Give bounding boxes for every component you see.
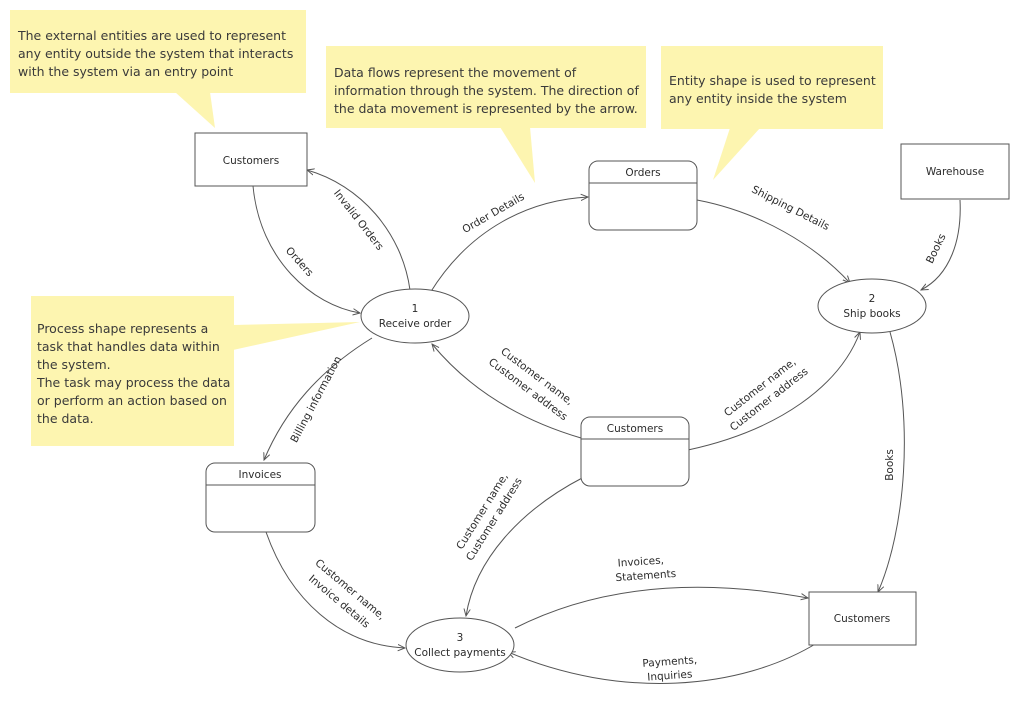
- entity-warehouse-label: Warehouse: [926, 166, 984, 178]
- flow-customer-to-ship: [687, 332, 860, 451]
- flow-customer-to-receive: [432, 344, 582, 439]
- flow-shipping-details: [696, 199, 850, 283]
- entity-customers-top: [194, 132, 308, 187]
- note-external-entities-text: The external entities are used to repres…: [18, 28, 294, 79]
- entity-customers-bottom-label: Customers: [834, 613, 890, 625]
- note-data-flows: [326, 46, 646, 128]
- note-process-shape-text: Process shape represents a task that han…: [37, 321, 231, 426]
- note-entity-shape-text: Entity shape is used to represent any en…: [669, 73, 876, 106]
- flow-orders: [252, 185, 360, 313]
- store-customers: [580, 416, 690, 487]
- process-ship-books: [817, 278, 927, 334]
- flow-label-orders: Orders: [283, 245, 316, 279]
- store-orders: [588, 160, 698, 231]
- flow-books-ship: [878, 331, 905, 592]
- process-collect-payments-number: 3: [457, 632, 464, 644]
- flow-label-invoices-statements-2: Statements: [615, 568, 676, 584]
- entity-warehouse: [900, 143, 1010, 200]
- flow-label-books-warehouse: Books: [924, 232, 949, 266]
- note-external-entities: [10, 10, 306, 93]
- store-invoices-label: Invoices: [238, 469, 281, 481]
- flow-label-books-ship: Books: [884, 449, 896, 481]
- flow-customer-invoice: [265, 531, 405, 648]
- note-process-shape: [31, 296, 234, 446]
- flow-label-order-details: Order Details: [460, 191, 526, 236]
- flow-payments-inquiries: [508, 642, 818, 684]
- flow-billing-information: [264, 337, 373, 460]
- process-collect-payments: [405, 617, 515, 673]
- note-pointer-process: [233, 322, 360, 350]
- flow-customer-to-collect: [466, 476, 585, 616]
- note-pointer-flows: [500, 127, 535, 183]
- note-pointer-external: [175, 92, 215, 128]
- note-pointer-entity: [713, 128, 760, 180]
- note-entity-shape: [661, 46, 883, 129]
- store-customers-label: Customers: [607, 423, 663, 435]
- store-orders-label: Orders: [625, 167, 660, 179]
- flow-invalid-orders: [307, 170, 411, 291]
- flow-label-invoices-statements-1: Invoices,: [617, 554, 664, 569]
- store-invoices: [205, 462, 316, 533]
- process-ship-books-label: Ship books: [843, 308, 900, 320]
- flow-order-details: [429, 197, 588, 294]
- process-receive-order: [360, 288, 470, 344]
- note-data-flows-text: Data flows represent the movement of inf…: [334, 65, 639, 116]
- flow-label-billing-information: Billing information: [288, 354, 344, 445]
- flow-invoices-statements: [514, 586, 808, 629]
- entity-customers-bottom: [808, 591, 917, 646]
- process-ship-books-number: 2: [869, 293, 876, 305]
- process-collect-payments-label: Collect payments: [414, 647, 506, 659]
- entity-customers-top-label: Customers: [223, 155, 279, 167]
- process-receive-order-label: Receive order: [379, 318, 452, 330]
- flow-label-shipping-details: Shipping Details: [750, 184, 832, 234]
- flow-label-payments-inquiries-2: Inquiries: [647, 668, 693, 683]
- flow-books-warehouse: [921, 199, 961, 290]
- flow-label-payments-inquiries-1: Payments,: [642, 654, 697, 670]
- process-receive-order-number: 1: [412, 303, 419, 315]
